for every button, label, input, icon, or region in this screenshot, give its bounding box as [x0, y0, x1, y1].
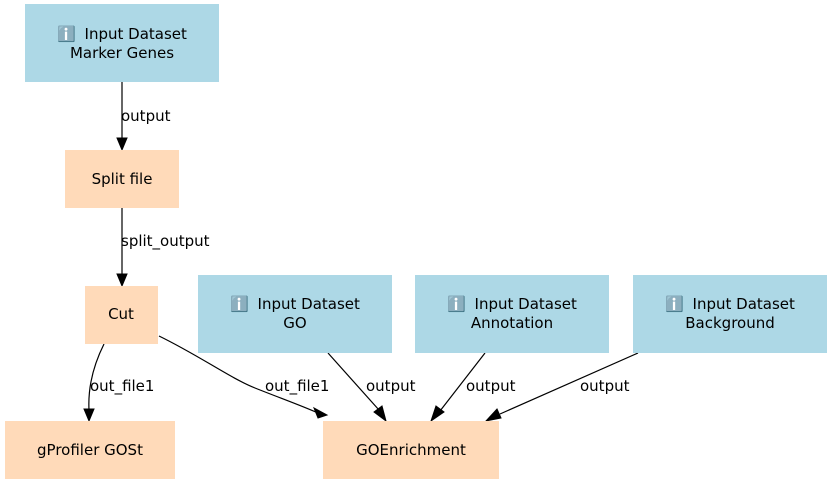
edge-label-output: output	[466, 377, 516, 395]
node-subtitle: Marker Genes	[70, 44, 174, 62]
info-icon: ℹ️	[665, 295, 684, 313]
node-box	[415, 275, 609, 353]
edge-label-out-file1: out_file1	[90, 377, 154, 396]
node-split-file[interactable]: Split file	[65, 150, 179, 208]
edge-cut-to-goenrichment	[158, 335, 329, 419]
node-box	[25, 4, 219, 82]
edge-label-split-output: split_output	[121, 232, 210, 251]
edge-background-to-goenrichment	[484, 352, 639, 422]
node-input-go[interactable]: ℹ️ Input Dataset GO	[198, 275, 392, 353]
node-box	[323, 421, 499, 479]
svg-text:ℹ️ Input Dataset: ℹ️ Input Dataset	[230, 295, 360, 313]
node-label: GOEnrichment	[356, 441, 466, 459]
edge-cut-to-gprofiler	[83, 343, 105, 423]
svg-text:ℹ️ Input Dataset: ℹ️ Input Dataset	[57, 25, 187, 43]
node-goenrichment[interactable]: GOEnrichment	[323, 421, 499, 479]
edge-label-output: output	[580, 377, 630, 395]
node-title: Input Dataset	[258, 295, 360, 313]
info-icon: ℹ️	[230, 295, 249, 313]
info-icon: ℹ️	[57, 25, 76, 43]
node-subtitle: Background	[685, 314, 775, 332]
node-title: Input Dataset	[693, 295, 795, 313]
node-label: Split file	[92, 170, 153, 188]
node-input-marker-genes[interactable]: ℹ️ Input Dataset Marker Genes	[25, 4, 219, 82]
node-label: gProfiler GOSt	[37, 441, 143, 459]
node-title: Input Dataset	[475, 295, 577, 313]
node-subtitle: GO	[283, 314, 306, 332]
node-box	[65, 150, 179, 208]
edge-split-to-cut	[116, 208, 128, 288]
node-input-annotation[interactable]: ℹ️ Input Dataset Annotation	[415, 275, 609, 353]
node-box	[198, 275, 392, 353]
node-cut[interactable]: Cut	[85, 286, 158, 344]
node-input-background[interactable]: ℹ️ Input Dataset Background	[633, 275, 827, 353]
edge-label-output: output	[366, 377, 416, 395]
node-subtitle: Annotation	[471, 314, 553, 332]
node-gprofiler-gost[interactable]: gProfiler GOSt	[5, 421, 175, 479]
node-box	[5, 421, 175, 479]
edge-go-to-goenrichment	[327, 352, 387, 423]
svg-text:ℹ️ Input Dataset: ℹ️ Input Dataset	[665, 295, 795, 313]
node-title: Input Dataset	[85, 25, 187, 43]
edge-annotation-to-goenrichment	[430, 352, 486, 423]
info-icon: ℹ️	[447, 295, 466, 313]
node-label: Cut	[108, 305, 134, 323]
edge-marker-to-split	[116, 82, 128, 152]
edge-label-out-file1: out_file1	[265, 377, 329, 396]
node-box	[633, 275, 827, 353]
node-box	[85, 286, 158, 344]
svg-text:ℹ️ Input Dataset: ℹ️ Input Dataset	[447, 295, 577, 313]
edge-label-output: output	[121, 107, 171, 125]
